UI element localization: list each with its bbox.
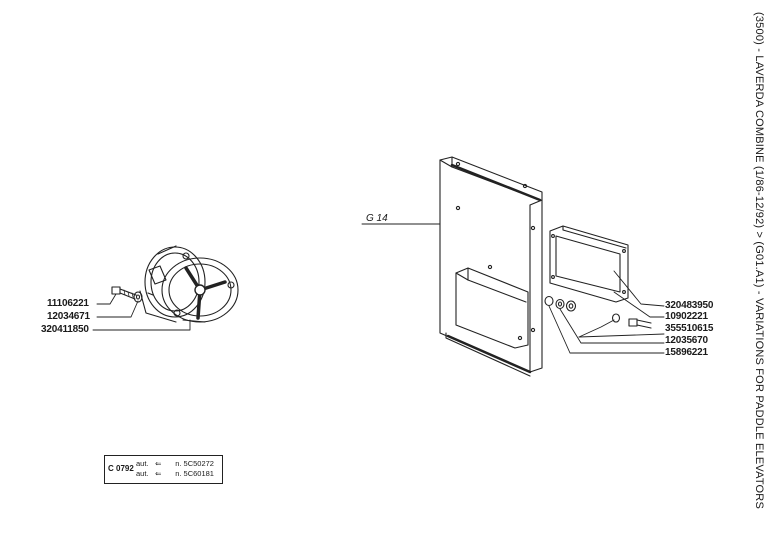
serial-code: C 0792 — [108, 464, 134, 473]
group-reference-label: G 14 — [366, 213, 388, 224]
serial-line: aut. ⇐ n. 5C50272 — [136, 459, 214, 468]
right-fasteners-drawing — [544, 295, 652, 329]
elevator-hub-drawing — [139, 245, 239, 323]
part-number-label: 355510615 — [665, 323, 714, 334]
part-number-label: 10902221 — [665, 311, 708, 322]
part-number-label: 11106221 — [47, 298, 89, 309]
hub-bolt-drawing — [111, 286, 137, 300]
serial-line: aut. ⇐ n. 5C60181 — [136, 469, 214, 478]
serial-number: n. 5C60181 — [175, 469, 214, 478]
part-number-label: 12034671 — [47, 311, 90, 322]
serial-number-box: C 0792 aut. ⇐ n. 5C50272 aut. ⇐ n. 5C601… — [104, 455, 223, 484]
right-leader-lines — [548, 270, 665, 354]
part-number-label: 15896221 — [665, 347, 708, 358]
side-plate-drawing — [439, 156, 543, 377]
serial-type: aut. — [136, 459, 149, 468]
left-leader-lines — [92, 293, 191, 331]
hub-washer-drawing — [133, 291, 143, 303]
serial-type: aut. — [136, 469, 149, 478]
arrow-left-icon: ⇐ — [155, 459, 162, 468]
page-title-container: (3500) - LAVERDA COMBINE (1/86-12/92) > … — [751, 12, 765, 532]
arrow-left-icon: ⇐ — [155, 469, 162, 478]
page-title: (3500) - LAVERDA COMBINE (1/86-12/92) > … — [753, 12, 765, 509]
part-number-label: 12035670 — [665, 335, 708, 346]
part-number-label: 320483950 — [665, 300, 714, 311]
part-number-label: 320411850 — [41, 324, 89, 335]
serial-number: n. 5C50272 — [175, 459, 214, 468]
cover-frame-drawing — [549, 225, 629, 303]
plate-weld-rails — [446, 163, 542, 374]
